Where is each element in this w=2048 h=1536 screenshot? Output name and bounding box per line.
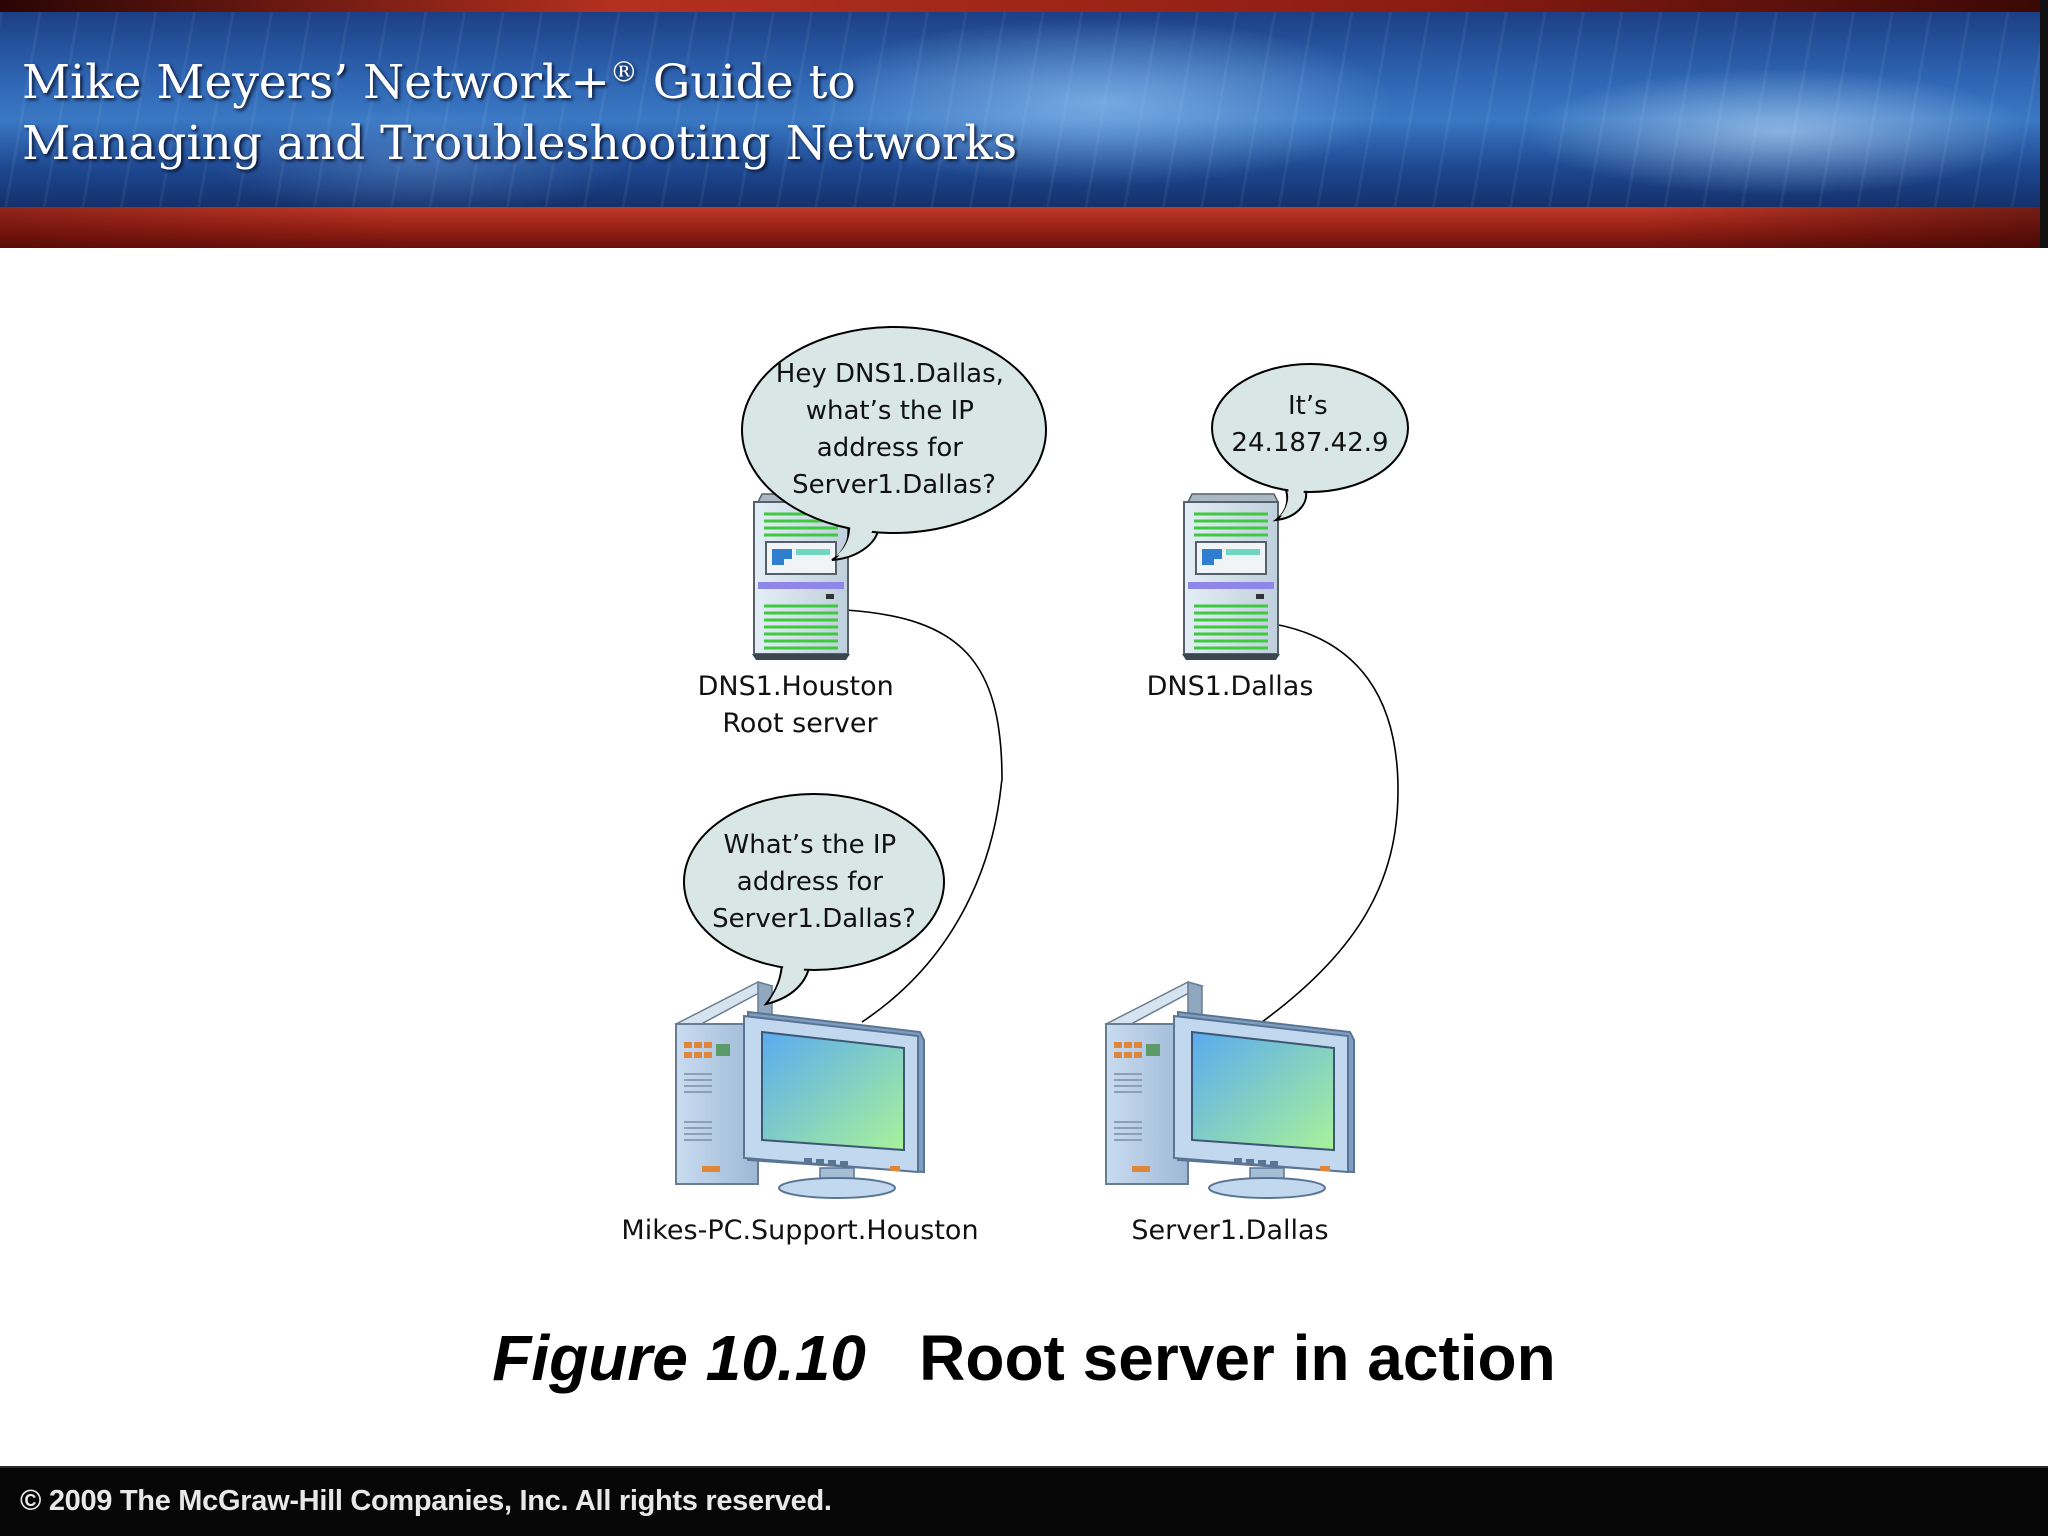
server1-dallas-label: Server1.Dallas (1131, 1215, 1328, 1246)
pc-speech-bubble: What’s the IP address for Server1.Dallas… (683, 793, 945, 1006)
header-banner: Mike Meyers’ Network+® Guide to Managing … (0, 0, 2048, 248)
pc-bubble-line-3: Server1.Dallas? (712, 904, 916, 934)
pc-bubble-line-2: address for (737, 867, 883, 897)
dns1-dallas-server-icon (1180, 492, 1282, 662)
dns1-houston-label: DNS1.Houston (698, 671, 894, 702)
mikes-pc-label: Mikes-PC.Support.Houston (621, 1215, 978, 1246)
mikes-pc-desktop-icon (675, 981, 925, 1199)
figure-number: Figure 10.10 (492, 1322, 866, 1394)
dallas-bubble-line-2: 24.187.42.9 (1231, 428, 1388, 458)
dns1-houston-role-label: Root server (722, 708, 878, 739)
server1-dallas-desktop-icon (1105, 981, 1355, 1199)
houston-speech-bubble: Hey DNS1.Dallas, what’s the IP address f… (741, 326, 1047, 561)
svg-text:Mikes-PC.Support.Houston: Mikes-PC.Support.Houston (621, 1215, 978, 1246)
dallas-bubble-line-1: It’s (1288, 391, 1328, 421)
footer-bar: © 2009 The McGraw-Hill Companies, Inc. A… (0, 1466, 2048, 1536)
figure-caption: Figure 10.10 Root server in action (0, 1318, 2048, 1398)
svg-text:Server1.Dallas: Server1.Dallas (1131, 1215, 1328, 1246)
dallas-speech-bubble: It’s 24.187.42.9 (1211, 363, 1409, 522)
svg-text:DNS1.Houston Root server: DNS1.Houston Root server (698, 671, 903, 739)
banner-network-background (0, 12, 2048, 207)
houston-bubble-line-4: Server1.Dallas? (792, 470, 996, 500)
dns1-dallas-label: DNS1.Dallas (1147, 671, 1314, 702)
svg-text:DNS1.Dallas: DNS1.Dallas (1147, 671, 1314, 702)
copyright-notice: © 2009 The McGraw-Hill Companies, Inc. A… (20, 1485, 832, 1517)
link-pc-to-dns1-houston (845, 609, 1003, 1023)
svg-text:It’s 24.187.42.9: It’s 24.187.42.9 (1231, 391, 1388, 458)
footer-rule (0, 1466, 2048, 1468)
root-server-diagram: Hey DNS1.Dallas, what’s the IP address f… (621, 326, 1409, 1246)
header-title-line1-end: Guide to (637, 55, 856, 110)
svg-text:What’s the IP address fo: What’s the IP address for Server1.Dallas… (712, 830, 916, 934)
houston-bubble-line-1: Hey DNS1.Dallas, (776, 359, 1004, 389)
pc-bubble-line-1: What’s the IP (724, 830, 897, 860)
banner-right-edge (2040, 0, 2048, 248)
header-title-line2: Managing and Troubleshooting Networks (22, 116, 1018, 171)
svg-text:Hey DNS1.Dallas, what’s: Hey DNS1.Dallas, what’s the IP address f… (776, 359, 1012, 500)
header-title: Mike Meyers’ Network+® Guide to Managing … (22, 52, 1017, 174)
banner-top-strip (0, 0, 2048, 12)
figure-title: Root server in action (919, 1322, 1556, 1394)
houston-bubble-line-2: what’s the IP (806, 396, 974, 426)
banner-shade (0, 207, 2048, 248)
header-title-line1: Mike Meyers’ Network+ (22, 55, 610, 110)
link-server1-to-dns1-dallas (1261, 623, 1399, 1023)
registered-mark: ® (609, 55, 638, 89)
houston-bubble-line-3: address for (817, 433, 963, 463)
